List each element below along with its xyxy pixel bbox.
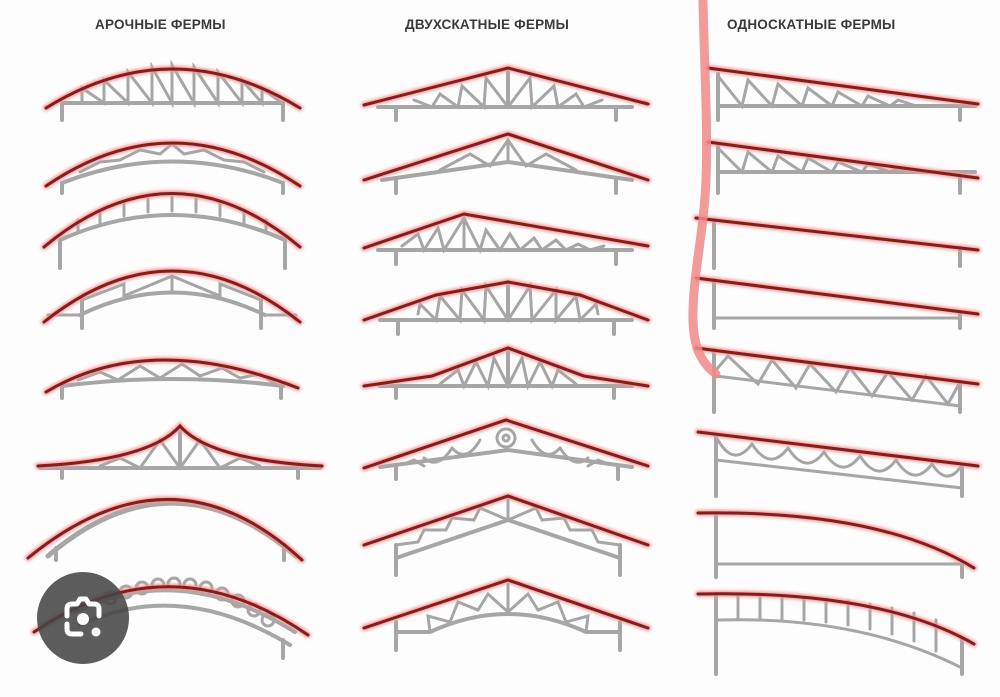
gable-truss-7	[361, 492, 651, 577]
shed-truss-5	[693, 345, 981, 414]
gable-truss-3	[361, 210, 651, 266]
shed-truss-7	[695, 509, 977, 579]
column-title-shed-trusses: ОДНОСКАТНЫЕ ФЕРМЫ	[727, 17, 896, 32]
shed-truss-2	[705, 139, 981, 195]
shed-column	[693, 65, 981, 676]
shed-truss-8	[695, 590, 977, 676]
gable-truss-6	[361, 416, 651, 481]
gable-truss-4	[361, 278, 651, 336]
arch-truss-6	[35, 421, 325, 480]
shed-truss-4	[693, 275, 981, 330]
arch-truss-2	[43, 140, 303, 195]
arch-column	[25, 59, 325, 660]
lens-search-button[interactable]	[37, 572, 129, 664]
arch-truss-3	[41, 190, 303, 270]
shed-truss-3	[693, 215, 981, 270]
shed-truss-6	[695, 429, 981, 498]
gable-truss-5	[361, 344, 651, 400]
shed-truss-1	[705, 65, 981, 122]
lens-camera-icon	[64, 596, 102, 637]
column-title-gable-trusses: ДВУХСКАТНЫЕ ФЕРМЫ	[405, 17, 569, 32]
arch-truss-7	[25, 496, 305, 563]
annotation-stroke	[688, 0, 721, 379]
gable-truss-2	[361, 130, 651, 195]
gable-column	[361, 64, 651, 652]
arch-truss-1	[43, 59, 303, 122]
arch-truss-4	[41, 268, 303, 330]
gable-truss-1	[361, 64, 651, 122]
column-title-arch-trusses: АРОЧНЫЕ ФЕРМЫ	[95, 17, 226, 32]
gable-truss-8	[361, 576, 651, 652]
arch-truss-5	[43, 356, 301, 400]
